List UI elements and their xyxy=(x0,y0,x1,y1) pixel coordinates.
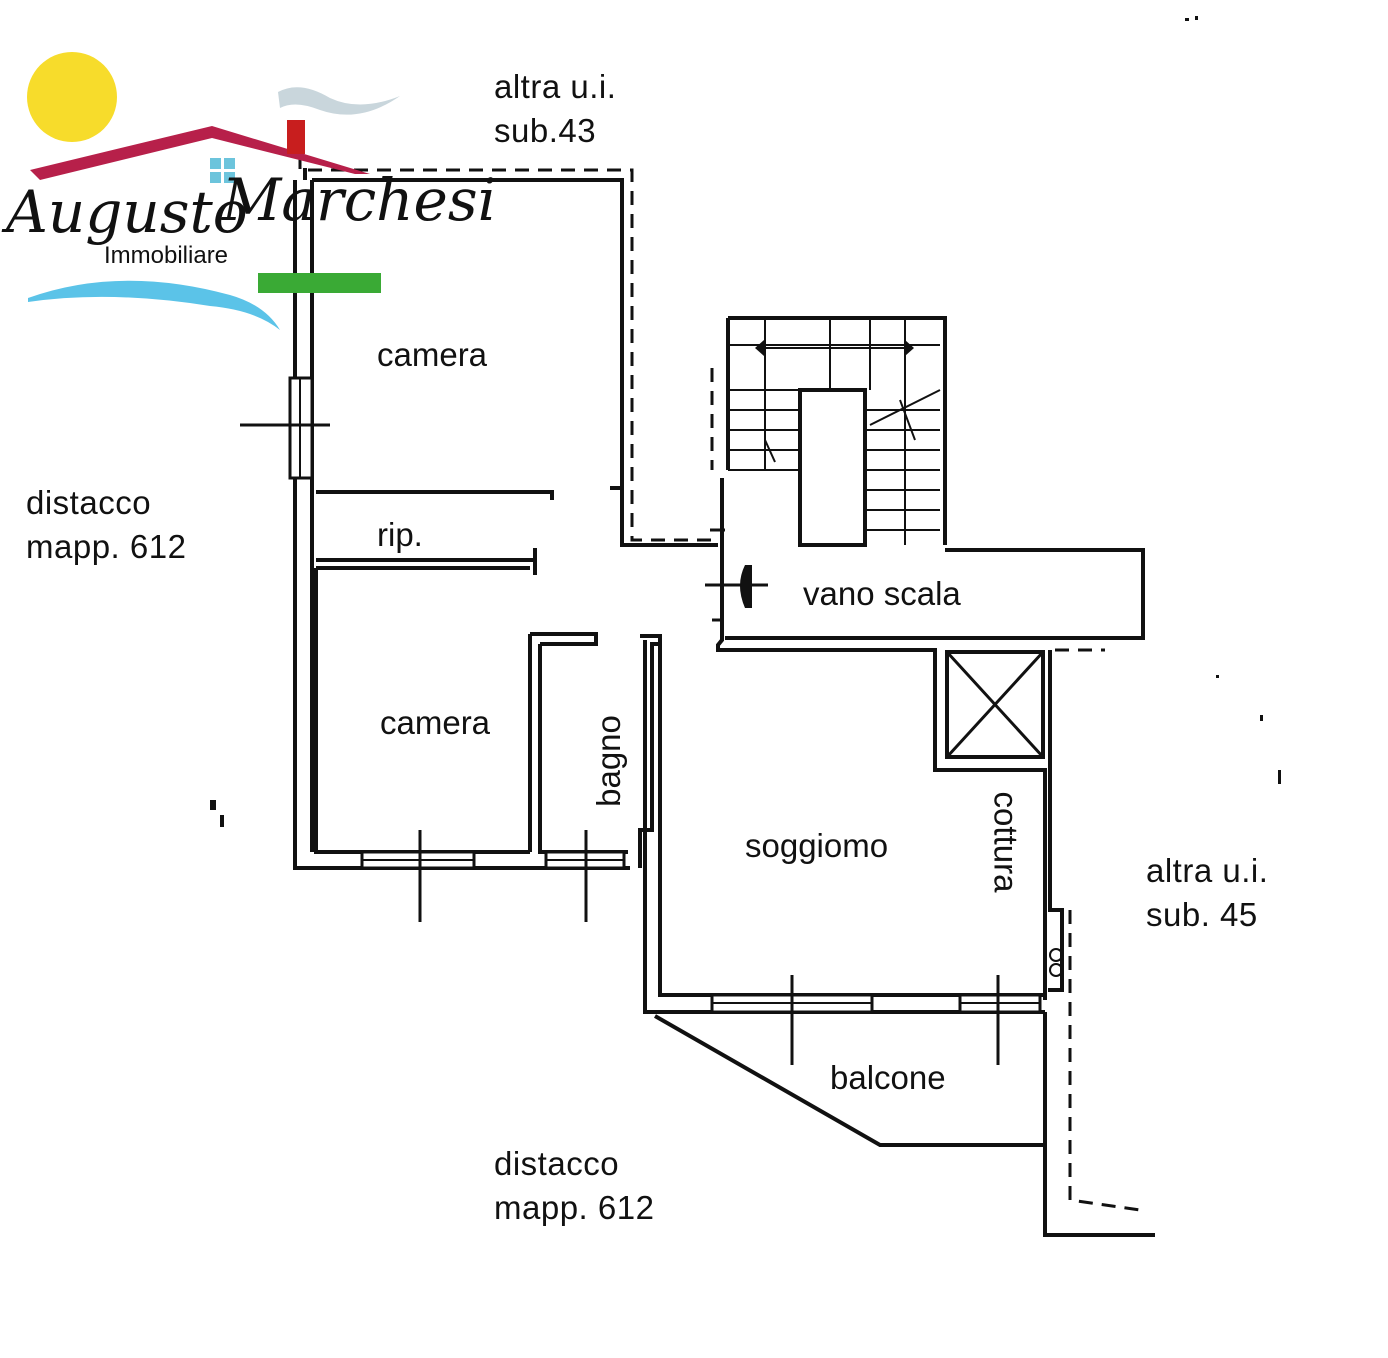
shaft-void xyxy=(945,650,1045,759)
scan-specks xyxy=(210,16,1281,827)
west-label-line2: mapp. 612 xyxy=(26,528,187,565)
room-balcone: balcone xyxy=(830,1059,946,1096)
room-camera-top: camera xyxy=(377,336,488,373)
room-ripostiglio: rip. xyxy=(377,516,423,553)
south-label-line1: distacco xyxy=(494,1145,620,1182)
east-label-line1: altra u.i. xyxy=(1146,852,1269,889)
room-soggiorno: soggiomo xyxy=(745,827,889,864)
window-icon xyxy=(210,158,235,183)
east-label-line2: sub. 45 xyxy=(1146,896,1258,933)
room-cottura: cottura xyxy=(987,791,1025,893)
logo-last-name: Marchesi xyxy=(222,166,497,234)
room-camera-bottom: camera xyxy=(380,704,491,741)
agency-logo: Augusto Marchesi Immobiliare xyxy=(0,40,496,340)
room-bagno: bagno xyxy=(589,715,627,807)
logo-graphic xyxy=(27,52,400,330)
windows-south xyxy=(360,830,1042,1065)
roof-icon xyxy=(30,126,370,180)
exterior-walls xyxy=(240,168,1155,1237)
north-label-line2: sub.43 xyxy=(494,112,597,149)
logo-first-name: Augusto xyxy=(6,178,248,246)
south-label-line2: mapp. 612 xyxy=(494,1189,655,1226)
room-vano-scala: vano scala xyxy=(803,575,961,612)
stove-mark xyxy=(1049,948,1063,977)
sun-icon xyxy=(27,52,117,142)
entrance-door xyxy=(705,528,768,622)
interior-walls xyxy=(314,486,662,868)
wind-swirl-icon xyxy=(278,87,400,115)
grass-bar-icon xyxy=(258,273,381,293)
boundary-north-dashed xyxy=(298,155,718,542)
wave-icon xyxy=(28,280,280,330)
north-label-line1: altra u.i. xyxy=(494,68,617,105)
boundary-east-dashed-2 xyxy=(1068,910,1141,1212)
chimney-icon xyxy=(287,120,305,154)
west-label-line1: distacco xyxy=(26,484,152,521)
staircase xyxy=(728,318,941,547)
logo-tagline: Immobiliare xyxy=(104,242,229,269)
